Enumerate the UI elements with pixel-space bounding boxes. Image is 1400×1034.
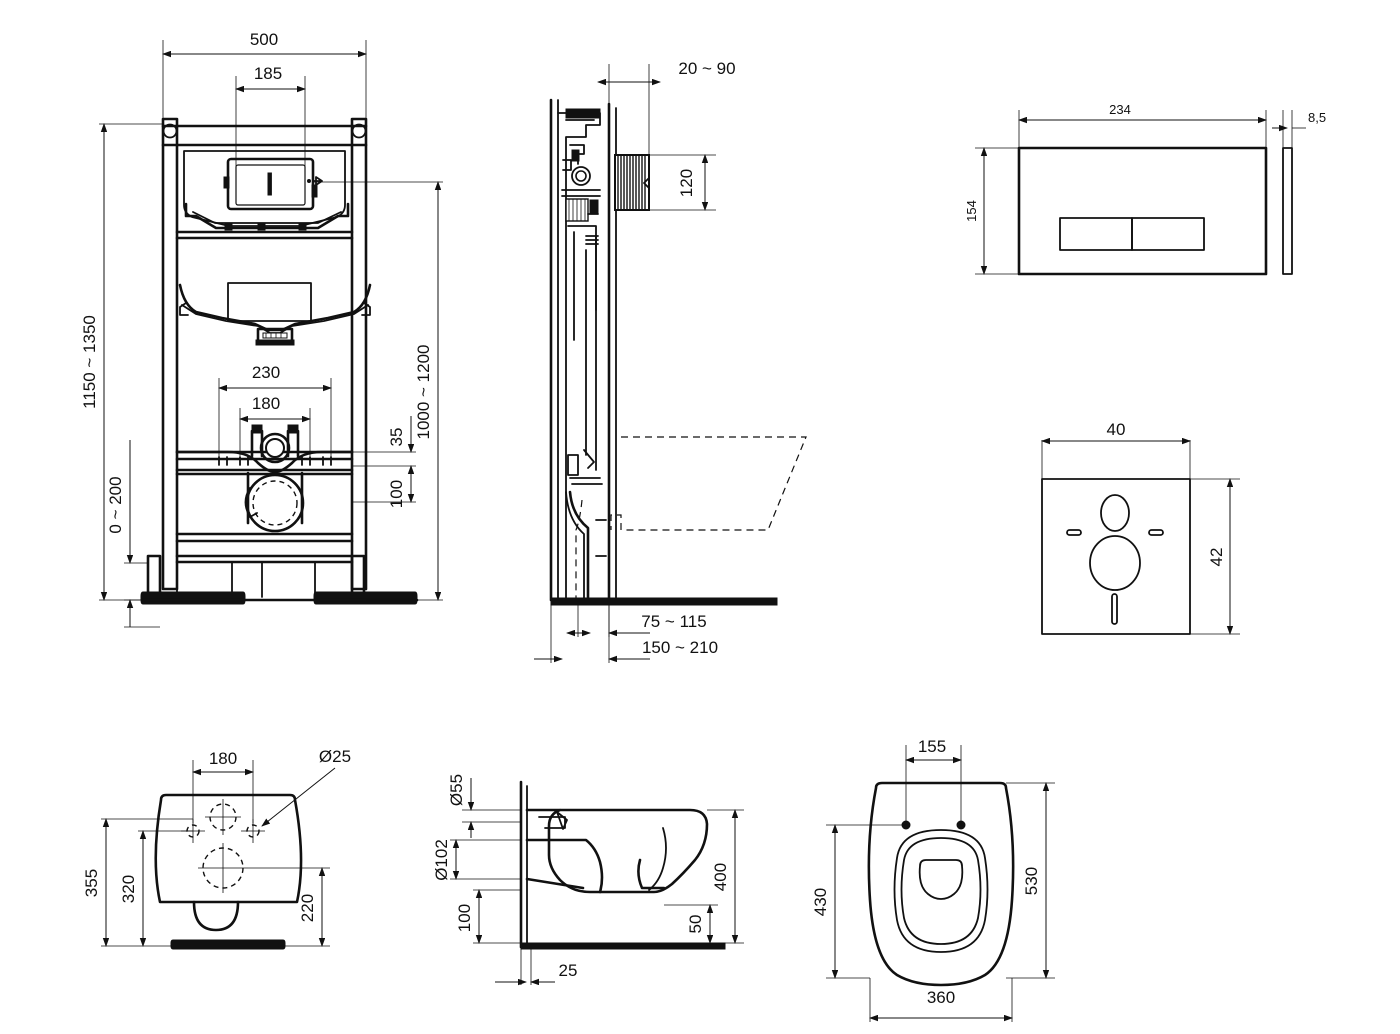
mat-bolt-slot-right (1148, 529, 1164, 536)
dim-label: 42 (1207, 548, 1226, 567)
dim-label: 50 (686, 915, 705, 934)
dim-rim-depth: 50 (664, 904, 725, 944)
view-frame-side: 20 ~ 90 120 75 ~ 115 150 ~ 210 (534, 59, 807, 663)
dim-label: 20 ~ 90 (678, 59, 735, 78)
dim-wc-bolt-dia: Ø25 (261, 747, 351, 827)
dim-cistern-width: 185 (235, 64, 306, 172)
dim-water-inlet-dia: Ø55 (447, 774, 521, 838)
floor-line (520, 942, 726, 950)
dim-label: 530 (1022, 867, 1041, 895)
dim-label: 220 (298, 894, 317, 922)
dim-mat-height: 42 (1190, 478, 1240, 635)
dim-wall-gap: 20 ~ 90 (597, 59, 736, 160)
wc-top-water-spot (918, 859, 964, 900)
dim-label: 234 (1109, 102, 1131, 117)
mat-vent-slot (1111, 593, 1118, 625)
flush-buttons (1059, 217, 1205, 251)
view-wc-front: 180 Ø25 355 320 220 (82, 747, 351, 950)
mat-bolt-slot-left (1066, 529, 1082, 536)
dim-label: 40 (1107, 420, 1126, 439)
dim-outlet-dia: Ø102 (432, 839, 521, 881)
dim-label: 25 (559, 961, 578, 980)
dim-label: 180 (209, 749, 237, 768)
dim-label: Ø102 (432, 839, 451, 881)
dim-label: 1150 ~ 1350 (80, 315, 99, 409)
wc-top-outer (867, 781, 1015, 987)
dim-bolt-to-outlet: 100 (352, 465, 416, 508)
dim-seat-height: 1000 ~ 1200 (313, 181, 443, 601)
dim-foot-adjust: 0 ~ 200 (106, 440, 160, 628)
wc-top-bowl-rim (900, 837, 982, 945)
dim-top-bolt-spacing: 155 (905, 737, 962, 825)
wc-front-body (154, 793, 303, 904)
view-frame-front: 500 185 1150 ~ 1350 0 ~ 200 (80, 30, 443, 628)
dim-label: 75 ~ 115 (641, 612, 706, 631)
dim-wc-base-height: 220 (248, 867, 330, 947)
dim-bolt-offset-top: 35 (352, 416, 416, 467)
dim-wc-body-height: 320 (119, 830, 193, 947)
dim-outlet-height: 100 (455, 889, 521, 944)
dim-label: 320 (119, 875, 138, 903)
dim-label: 8,5 (1308, 110, 1326, 125)
dim-label: 430 (811, 888, 830, 916)
dim-label: 185 (254, 64, 282, 83)
dim-label: 0 ~ 200 (106, 476, 125, 533)
dim-plate-opening: 120 (649, 154, 716, 211)
dim-bolt-spacing-outer: 230 (218, 363, 332, 460)
dim-label: 100 (455, 904, 474, 932)
flush-button-small (1131, 217, 1205, 251)
dim-label: 360 (927, 988, 955, 1007)
dim-label: 150 ~ 210 (642, 638, 718, 657)
dim-label: 355 (82, 869, 101, 897)
frame-structure (140, 117, 419, 605)
wc-side-body (525, 808, 709, 894)
dim-total-length: 530 (1006, 782, 1055, 979)
dim-plate-height: 154 (964, 147, 1019, 275)
wc-front-outlet-bulge (192, 900, 240, 932)
dim-bolt-spacing-inner: 180 (239, 394, 311, 456)
view-wc-top: 155 430 530 360 (811, 737, 1055, 1022)
dim-frame-width: 500 (162, 30, 367, 119)
dim-label: 180 (252, 394, 280, 413)
dim-label: 230 (252, 363, 280, 382)
dim-label: 400 (711, 863, 730, 891)
dim-frame-depth: 150 ~ 210 (534, 605, 718, 663)
mat-outlet-hole (1089, 535, 1141, 591)
dim-wc-total-height: 355 (82, 818, 193, 947)
dim-wall-offset: 25 (495, 949, 578, 986)
view-insulation-mat: 40 42 (1041, 420, 1240, 635)
dim-label: 35 (387, 428, 406, 447)
dim-wc-bolt-spacing: 180 (192, 749, 254, 823)
dim-plate-width: 234 (1018, 102, 1267, 148)
dim-label: 154 (964, 200, 979, 222)
dim-label: 500 (250, 30, 278, 49)
flush-plate-edge (1282, 147, 1293, 275)
dim-label: Ø55 (447, 774, 466, 806)
insulation-mat-body (1041, 478, 1191, 635)
floor-line (170, 939, 286, 950)
dim-wc-projection: 400 (707, 809, 744, 944)
dim-label: 100 (387, 480, 406, 508)
dim-label: Ø25 (319, 747, 351, 766)
dim-mat-width: 40 (1041, 420, 1191, 479)
view-flush-plate-front: 234 154 (964, 102, 1268, 276)
dim-bowl-length: 430 (811, 824, 906, 979)
dim-label: 1000 ~ 1200 (414, 344, 433, 439)
view-wc-side: Ø55 Ø102 100 25 50 (432, 774, 744, 986)
flush-plate-body (1017, 146, 1268, 276)
wc-bowl-inner (525, 838, 604, 894)
frame-side-structure (549, 98, 807, 606)
dim-plate-thickness: 8,5 (1272, 110, 1326, 148)
wc-top-seat-ring (893, 829, 989, 953)
dim-label: 120 (677, 169, 696, 197)
mat-inlet-hole (1100, 494, 1130, 532)
dim-label: 155 (918, 737, 946, 756)
view-flush-plate-side: 8,5 (1272, 110, 1326, 275)
dim-total-width: 360 (869, 978, 1013, 1022)
